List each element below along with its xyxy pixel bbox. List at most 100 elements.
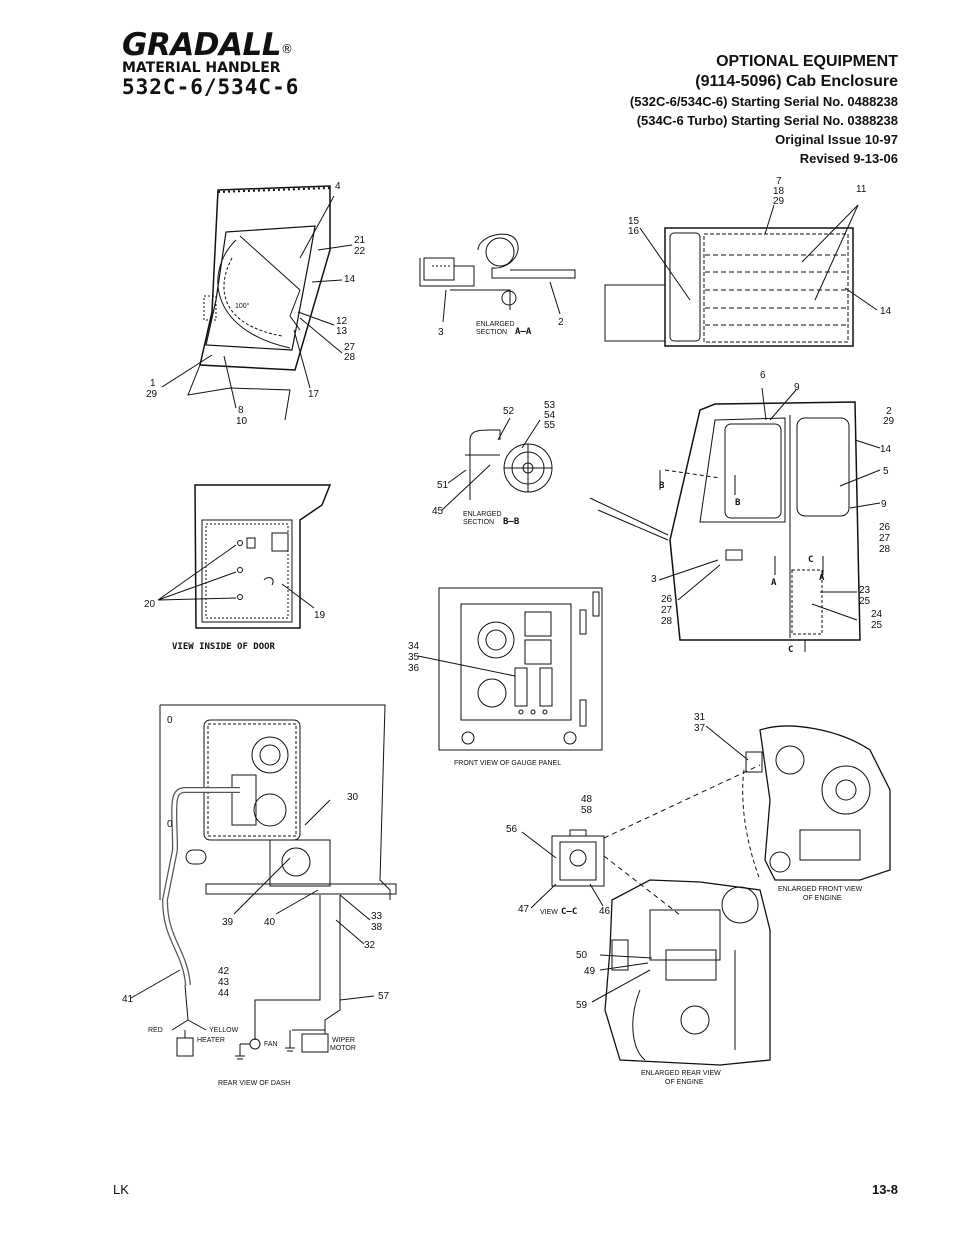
callout-38: 38 — [371, 922, 383, 933]
callout-59: 59 — [576, 1000, 588, 1011]
arrow-a-left: A — [771, 578, 777, 588]
callout-20: 20 — [144, 599, 156, 610]
callout-14: 14 — [344, 274, 356, 285]
zero-bottom: 0 — [167, 819, 173, 830]
callout-14b: 14 — [880, 306, 892, 317]
callout-34: 34 — [408, 641, 420, 652]
door-drawing: 100° — [161, 185, 353, 421]
enlarged-caption-aa: ENLARGED — [476, 321, 515, 328]
callout-27c: 27 — [661, 605, 673, 616]
callout-22: 22 — [354, 246, 366, 257]
section-bb-drawing — [441, 417, 553, 511]
section-bb-label: B–B — [503, 517, 520, 527]
callout-24: 24 — [871, 609, 883, 620]
brand-block: GRADALL® MATERIAL HANDLER 532C-6/534C-6 — [122, 30, 300, 99]
callout-43: 43 — [218, 977, 230, 988]
serial-line-1: (532C-6/534C-6) Starting Serial No. 0488… — [629, 94, 898, 109]
callout-54: 54 — [544, 410, 556, 421]
callout-27b: 27 — [879, 533, 891, 544]
callout-48: 48 — [581, 794, 593, 805]
wire-yellow-label: YELLOW — [209, 1027, 239, 1034]
callout-55: 55 — [544, 420, 556, 431]
callout-53: 53 — [544, 400, 556, 411]
callout-57: 57 — [378, 991, 390, 1002]
wiper-label: WIPER — [332, 1037, 355, 1044]
page-subtitle: (9114-5096) Cab Enclosure — [695, 73, 898, 90]
rear-dash-drawing — [130, 704, 397, 1060]
callout-2: 2 — [558, 317, 564, 328]
callout-3b: 3 — [651, 574, 657, 585]
angle-label: 100° — [235, 302, 250, 310]
callout-7: 7 — [776, 176, 782, 187]
view-inside-door-caption: VIEW INSIDE OF DOOR — [172, 642, 276, 652]
callout-27: 27 — [344, 342, 356, 353]
callout-44: 44 — [218, 988, 230, 999]
serial-line-2: (534C-6 Turbo) Starting Serial No. 03882… — [636, 113, 898, 128]
callout-31: 31 — [694, 712, 706, 723]
model-number: 532C-6/534C-6 — [122, 75, 300, 99]
arrow-c-bottom: C — [788, 645, 793, 655]
view-cc-label: C–C — [561, 907, 577, 917]
callout-12: 12 — [336, 316, 348, 327]
callout-30: 30 — [347, 792, 359, 803]
callout-39: 39 — [222, 917, 234, 928]
heater-label: HEATER — [197, 1037, 225, 1044]
callout-26: 26 — [879, 522, 891, 533]
callout-13: 13 — [336, 326, 348, 337]
callout-25b: 25 — [871, 620, 883, 631]
engine-rear-drawing — [591, 879, 771, 1066]
callout-labels: 4 21 22 14 12 13 27 28 17 1 29 8 10 3 2 … — [122, 176, 895, 1087]
callout-3: 3 — [438, 327, 444, 338]
callout-21: 21 — [354, 235, 366, 246]
front-engine-caption-1: ENLARGED FRONT VIEW — [778, 886, 863, 893]
callout-35: 35 — [408, 652, 420, 663]
section-caption-bb: SECTION — [463, 519, 494, 526]
callout-17: 17 — [308, 389, 320, 400]
front-engine-caption-2: OF ENGINE — [803, 895, 842, 902]
callout-10: 10 — [236, 416, 248, 427]
callout-9b: 9 — [881, 499, 887, 510]
rear-engine-caption-1: ENLARGED REAR VIEW — [641, 1070, 721, 1077]
callout-19: 19 — [314, 610, 326, 621]
brand-subtitle: MATERIAL HANDLER — [122, 60, 281, 76]
callout-36: 36 — [408, 663, 420, 674]
callout-6: 6 — [760, 370, 766, 381]
page-title: OPTIONAL EQUIPMENT — [716, 53, 898, 70]
section-caption-aa: SECTION — [476, 329, 507, 336]
callout-9: 9 — [794, 382, 800, 393]
engine-front-drawing — [705, 725, 891, 881]
callout-47: 47 — [518, 904, 530, 915]
callout-5: 5 — [883, 466, 889, 477]
page-number: 13-8 — [871, 1182, 898, 1197]
callout-29c: 29 — [883, 416, 895, 427]
callout-29: 29 — [146, 389, 158, 400]
revised-date: Revised 9-13-06 — [799, 151, 898, 166]
callout-32: 32 — [364, 940, 376, 951]
callout-26b: 26 — [661, 594, 673, 605]
view-caption: VIEW — [540, 909, 558, 916]
wire-red-label: RED — [148, 1027, 163, 1034]
fan-label: FAN — [264, 1041, 278, 1048]
callout-2b: 2 — [886, 406, 892, 417]
rear-dash-caption: REAR VIEW OF DASH — [218, 1080, 290, 1087]
callout-37: 37 — [694, 723, 706, 734]
callout-50: 50 — [576, 950, 588, 961]
callout-29b: 29 — [773, 196, 785, 207]
callout-28c: 28 — [661, 616, 673, 627]
view-cc-drawing — [521, 764, 761, 916]
arrow-b-right: B — [735, 498, 741, 508]
callout-8: 8 — [238, 405, 244, 416]
callout-41: 41 — [122, 994, 134, 1005]
callout-46: 46 — [599, 906, 611, 917]
callout-15: 15 — [628, 216, 640, 227]
section-aa-label: A–A — [515, 327, 532, 337]
gauge-panel-caption: FRONT VIEW OF GAUGE PANEL — [454, 760, 561, 767]
original-issue: Original Issue 10-97 — [775, 132, 898, 147]
door-inside-drawing — [157, 484, 332, 629]
callout-28b: 28 — [879, 544, 891, 555]
callout-33: 33 — [371, 911, 383, 922]
callout-25: 25 — [859, 596, 871, 607]
rear-window-drawing — [604, 204, 878, 347]
callout-40: 40 — [264, 917, 276, 928]
